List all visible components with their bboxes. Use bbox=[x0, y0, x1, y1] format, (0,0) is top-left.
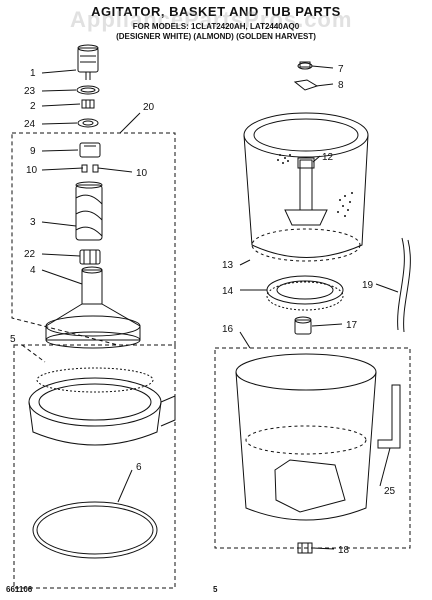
model-line: FOR MODELS: 1CLAT2420AH, LAT2440AQ0 bbox=[132, 22, 300, 31]
basket-perforations bbox=[277, 154, 353, 217]
group-box-5-leader bbox=[21, 344, 46, 363]
callout-20: 20 bbox=[143, 102, 155, 113]
part-24-washer-inner bbox=[82, 120, 94, 126]
callout-25: 25 bbox=[384, 486, 396, 497]
part-3-auger bbox=[75, 181, 103, 241]
callout-8: 8 bbox=[338, 80, 344, 91]
part-12-drive-block bbox=[297, 157, 315, 169]
part-23-ring-inner bbox=[80, 87, 96, 93]
callout-6: 6 bbox=[136, 462, 142, 473]
footer-page-number: 5 bbox=[213, 585, 218, 594]
callout-22: 22 bbox=[24, 249, 36, 260]
part-23-ring bbox=[76, 85, 100, 95]
watermark-text: AppliancePartsPros.com bbox=[70, 7, 353, 32]
callout-23: 23 bbox=[24, 86, 36, 97]
part-9-agitator-dog bbox=[79, 142, 101, 158]
part-1-agitator-cap bbox=[77, 44, 99, 80]
callout-2: 2 bbox=[30, 101, 36, 112]
part-2-nut bbox=[81, 99, 95, 109]
part-14-ring bbox=[266, 275, 344, 311]
callout-19: 19 bbox=[362, 280, 374, 291]
part-8-hub bbox=[293, 79, 319, 91]
group-box-20 bbox=[11, 132, 176, 346]
group-box-5 bbox=[13, 344, 176, 589]
part-4-agitator-base bbox=[45, 266, 141, 349]
color-line: (DESIGNER WHITE) (ALMOND) (GOLDEN HARVES… bbox=[116, 32, 316, 41]
part-6-snubber-ring bbox=[32, 501, 158, 559]
callout-5: 5 bbox=[10, 334, 16, 345]
part-22-coupling bbox=[79, 249, 101, 265]
part-10-clips bbox=[81, 164, 99, 173]
callout-1: 1 bbox=[30, 68, 36, 79]
callout-24: 24 bbox=[24, 119, 36, 130]
callout-14: 14 bbox=[222, 286, 234, 297]
part-13-spin-basket bbox=[243, 112, 369, 262]
callout-10-right: 10 bbox=[136, 168, 148, 179]
callout-18: 18 bbox=[338, 545, 350, 556]
part-19-hose bbox=[397, 237, 411, 333]
part-5-base-ring bbox=[28, 367, 176, 446]
part-18-nut bbox=[297, 542, 313, 554]
callout-7: 7 bbox=[338, 64, 344, 75]
callout-16: 16 bbox=[222, 324, 234, 335]
part-25-tube bbox=[377, 384, 401, 449]
callout-17: 17 bbox=[346, 320, 358, 331]
part-17-bushing bbox=[294, 316, 312, 335]
part-24-washer bbox=[77, 118, 99, 128]
group-box-16 bbox=[214, 347, 411, 549]
callout-3: 3 bbox=[30, 217, 36, 228]
callout-4: 4 bbox=[30, 265, 36, 276]
callout-13: 13 bbox=[222, 260, 234, 271]
part-16-tub bbox=[235, 353, 377, 521]
callout-12: 12 bbox=[322, 152, 334, 163]
part-7-nut bbox=[297, 61, 313, 70]
diagram-title: AGITATOR, BASKET AND TUB PARTS bbox=[91, 4, 341, 19]
callout-10-left: 10 bbox=[26, 165, 38, 176]
leader-lines bbox=[41, 65, 399, 550]
callout-9: 9 bbox=[30, 146, 36, 157]
group-box-20-leader bbox=[119, 112, 141, 134]
footer-part-number: 661106 bbox=[6, 585, 33, 594]
